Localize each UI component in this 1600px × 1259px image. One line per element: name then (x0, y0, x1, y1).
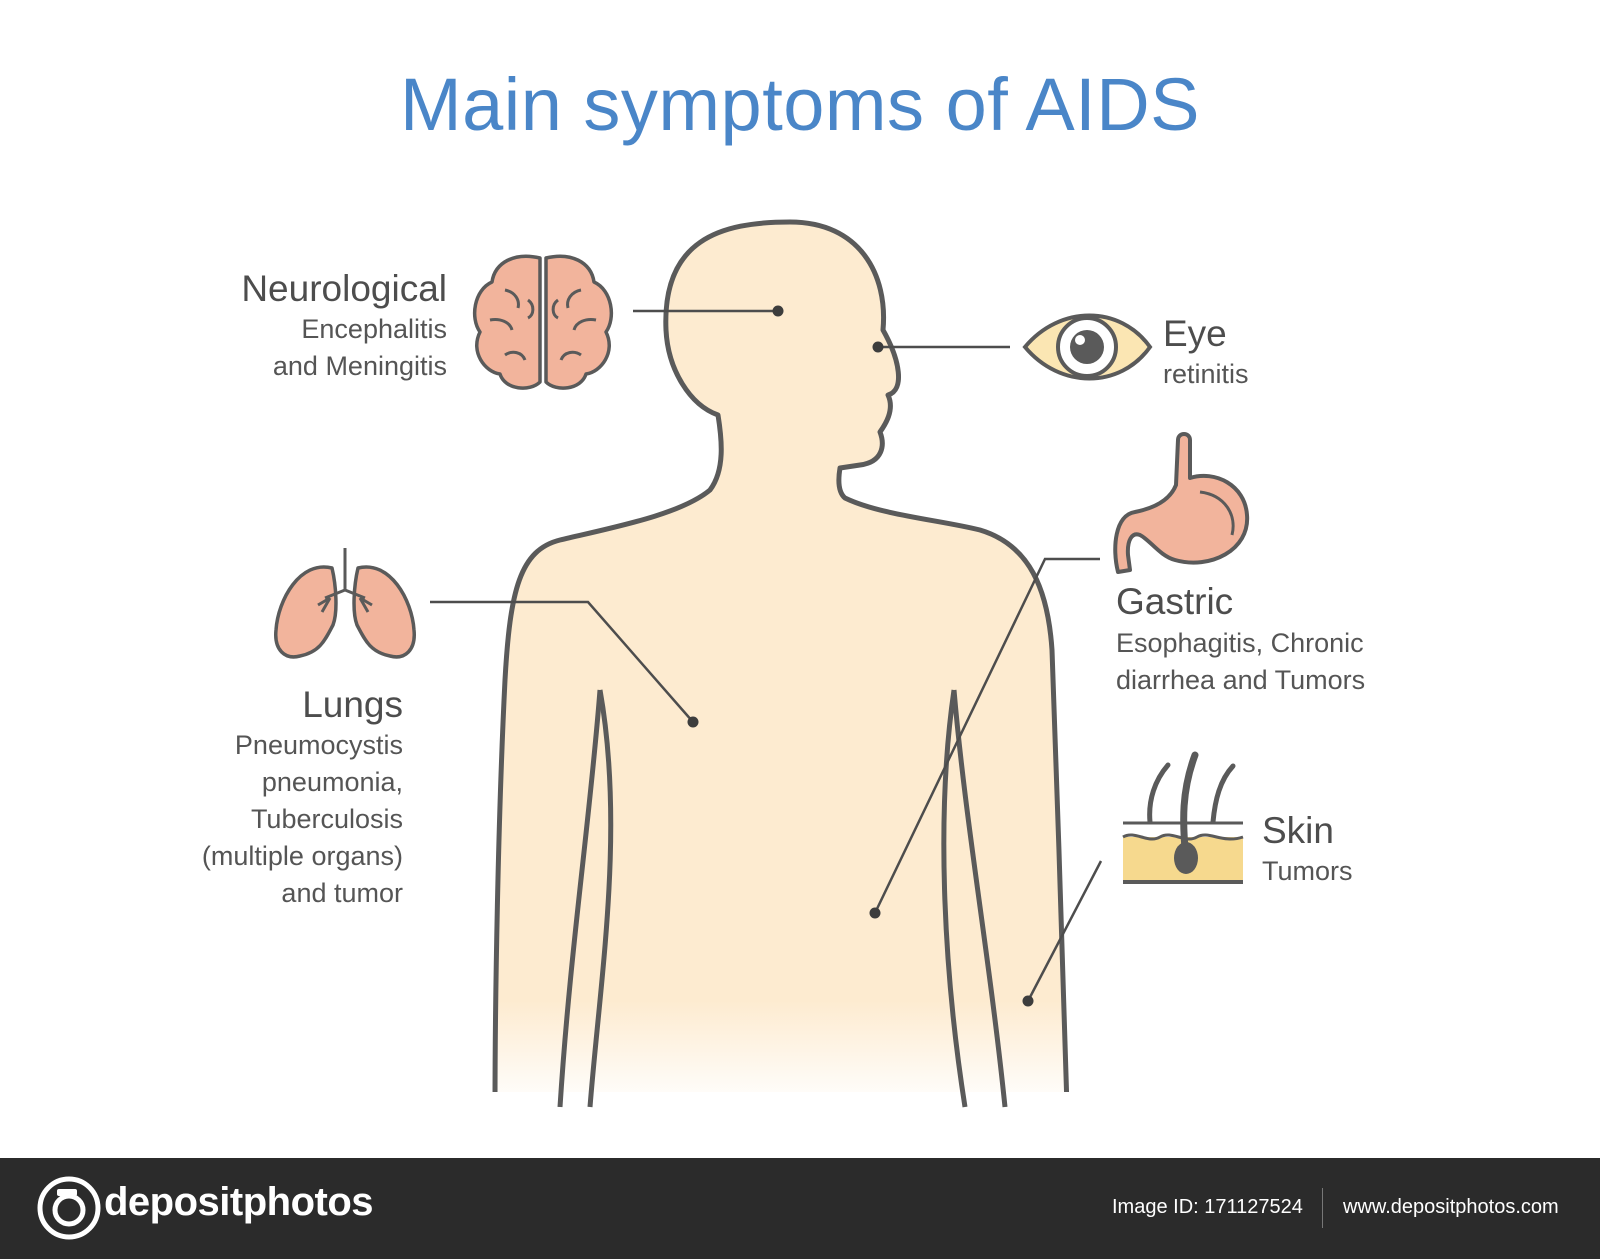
neurological-details: Encephalitis and Meningitis (273, 311, 447, 385)
eye-details: retinitis (1163, 356, 1249, 393)
eye-heading: Eye (1163, 313, 1227, 354)
footer-bar: depositphotos Image ID: 171127524 www.de… (0, 1158, 1600, 1259)
neurological-line-1: Encephalitis (301, 314, 447, 344)
gastric-leader-line (873, 557, 1100, 914)
footer-divider (1322, 1188, 1323, 1228)
lungs-leader-line (430, 600, 694, 723)
eye-line-1: retinitis (1163, 359, 1249, 389)
gastric-dot (869, 907, 881, 919)
neuro-dot (772, 305, 784, 317)
right-torso-line (941, 689, 968, 1108)
lungs-line-4: (multiple organs) (201, 841, 403, 871)
left-arm-line (557, 689, 603, 1108)
gastric-details: Esophagitis, Chronic diarrhea and Tumors (1116, 625, 1365, 699)
human-silhouette (492, 219, 1070, 1110)
skin-details: Tumors (1262, 853, 1353, 890)
lungs-details: Pneumocystis pneumonia, Tuberculosis (mu… (202, 727, 403, 912)
skin-line-1: Tumors (1262, 856, 1353, 886)
eye-icon (1022, 313, 1153, 381)
stomach-icon (1113, 432, 1250, 574)
gastric-line-1: Esophagitis, Chronic (1116, 628, 1364, 658)
lungs-line-2: pneumonia, (261, 767, 403, 797)
skin-icon (1122, 751, 1244, 884)
brain-icon (472, 254, 614, 390)
lungs-heading: Lungs (302, 684, 403, 725)
neurological-heading: Neurological (241, 268, 447, 309)
lungs-line-1: Pneumocystis (234, 730, 403, 760)
eye-dot (872, 341, 884, 353)
left-torso-line (587, 689, 614, 1108)
right-arm-line (951, 689, 1008, 1108)
skin-heading: Skin (1262, 810, 1334, 851)
gastric-line-2: diarrhea and Tumors (1116, 665, 1366, 695)
skin-dot (1022, 995, 1034, 1007)
gastric-heading: Gastric (1116, 581, 1234, 622)
lungs-line-3: Tuberculosis (250, 804, 403, 834)
camera-logo-icon (37, 1176, 101, 1240)
brand-logo-text: depositphotos (104, 1180, 374, 1224)
lungs-dot (687, 716, 699, 728)
site-url[interactable]: www.depositphotos.com (1343, 1196, 1559, 1218)
skin-leader-line (1026, 860, 1103, 1002)
image-id: Image ID: 171127524 (1112, 1196, 1303, 1218)
page-title: Main symptoms of AIDS (399, 63, 1201, 146)
lungs-icon (274, 548, 416, 659)
neurological-line-2: and Meningitis (272, 351, 447, 381)
lungs-line-5: and tumor (281, 878, 403, 908)
